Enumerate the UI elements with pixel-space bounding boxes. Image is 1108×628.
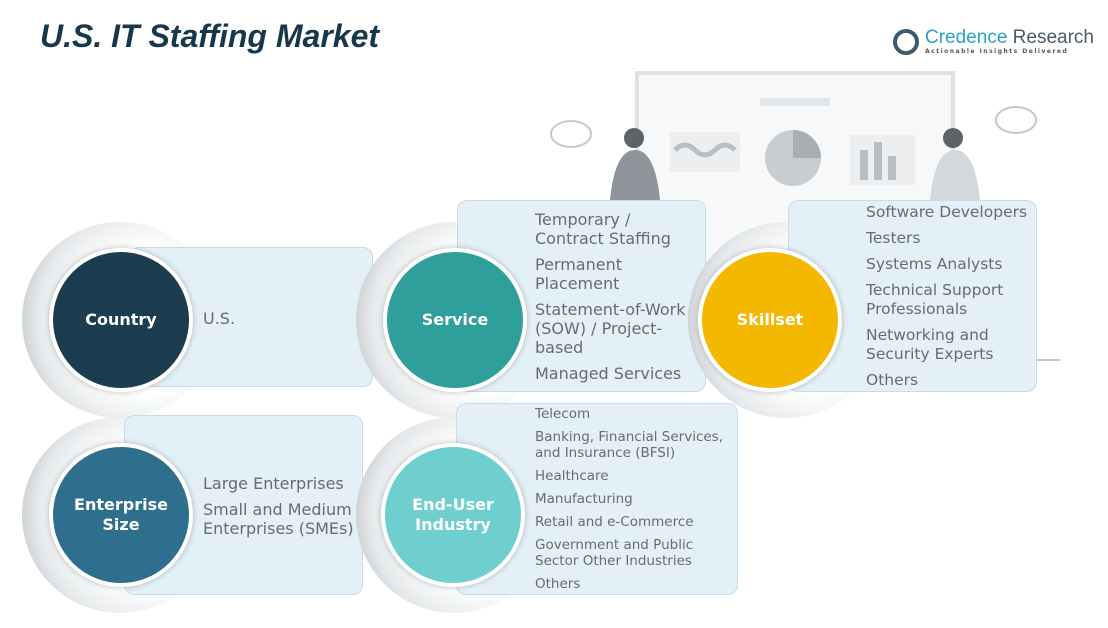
logo-name-2: Research: [1007, 27, 1094, 48]
list-item: Temporary / Contract Staffing: [535, 210, 671, 248]
list-item: Manufacturing: [535, 491, 633, 507]
list-item: Banking, Financial Services, and Insuran…: [535, 429, 723, 461]
skillset-items: Software Developers Testers Systems Anal…: [866, 203, 1034, 397]
service-circle: Service: [383, 248, 527, 392]
list-item: Software Developers: [866, 203, 1028, 221]
list-item: Small and Medium Enterprises (SMEs): [203, 500, 354, 538]
list-item: Testers: [866, 229, 921, 247]
logo-name: Credence: [925, 27, 1008, 48]
list-item: U.S.: [203, 309, 236, 328]
list-item: Systems Analysts: [866, 255, 1003, 273]
end-user-industry-circle: End-User Industry: [381, 443, 525, 587]
credence-research-logo: Credence Research Actionable Insights De…: [893, 28, 1094, 55]
list-item: Retail and e-Commerce: [535, 514, 694, 530]
list-item: Technical Support Professionals: [866, 281, 1004, 318]
list-item: Statement-of-Work (SOW) / Project-based: [535, 300, 686, 357]
page-title: U.S. IT Staffing Market: [40, 18, 380, 54]
list-item: Government and Public Sector Other Indus…: [535, 537, 694, 569]
list-item: Others: [866, 371, 919, 389]
list-item: Networking and Security Experts: [866, 326, 994, 363]
list-item: Others: [535, 576, 581, 592]
enterprise-size-items: Large Enterprises Small and Medium Enter…: [203, 474, 358, 545]
list-item: Permanent Placement: [535, 255, 623, 293]
list-item: Healthcare: [535, 468, 609, 484]
logo-chart-icon: [893, 28, 919, 55]
list-item: Large Enterprises: [203, 474, 344, 493]
country-items: U.S.: [203, 309, 235, 335]
end-user-industry-items: Telecom Banking, Financial Services, and…: [535, 406, 725, 599]
skillset-circle: Skillset: [698, 248, 842, 392]
list-item: Telecom: [535, 406, 591, 422]
logo-tagline: Actionable Insights Delivered: [925, 48, 1069, 55]
country-circle: Country: [49, 248, 193, 392]
service-items: Temporary / Contract Staffing Permanent …: [535, 210, 695, 390]
list-item: Managed Services: [535, 364, 682, 383]
enterprise-size-circle: Enterprise Size: [49, 443, 193, 587]
